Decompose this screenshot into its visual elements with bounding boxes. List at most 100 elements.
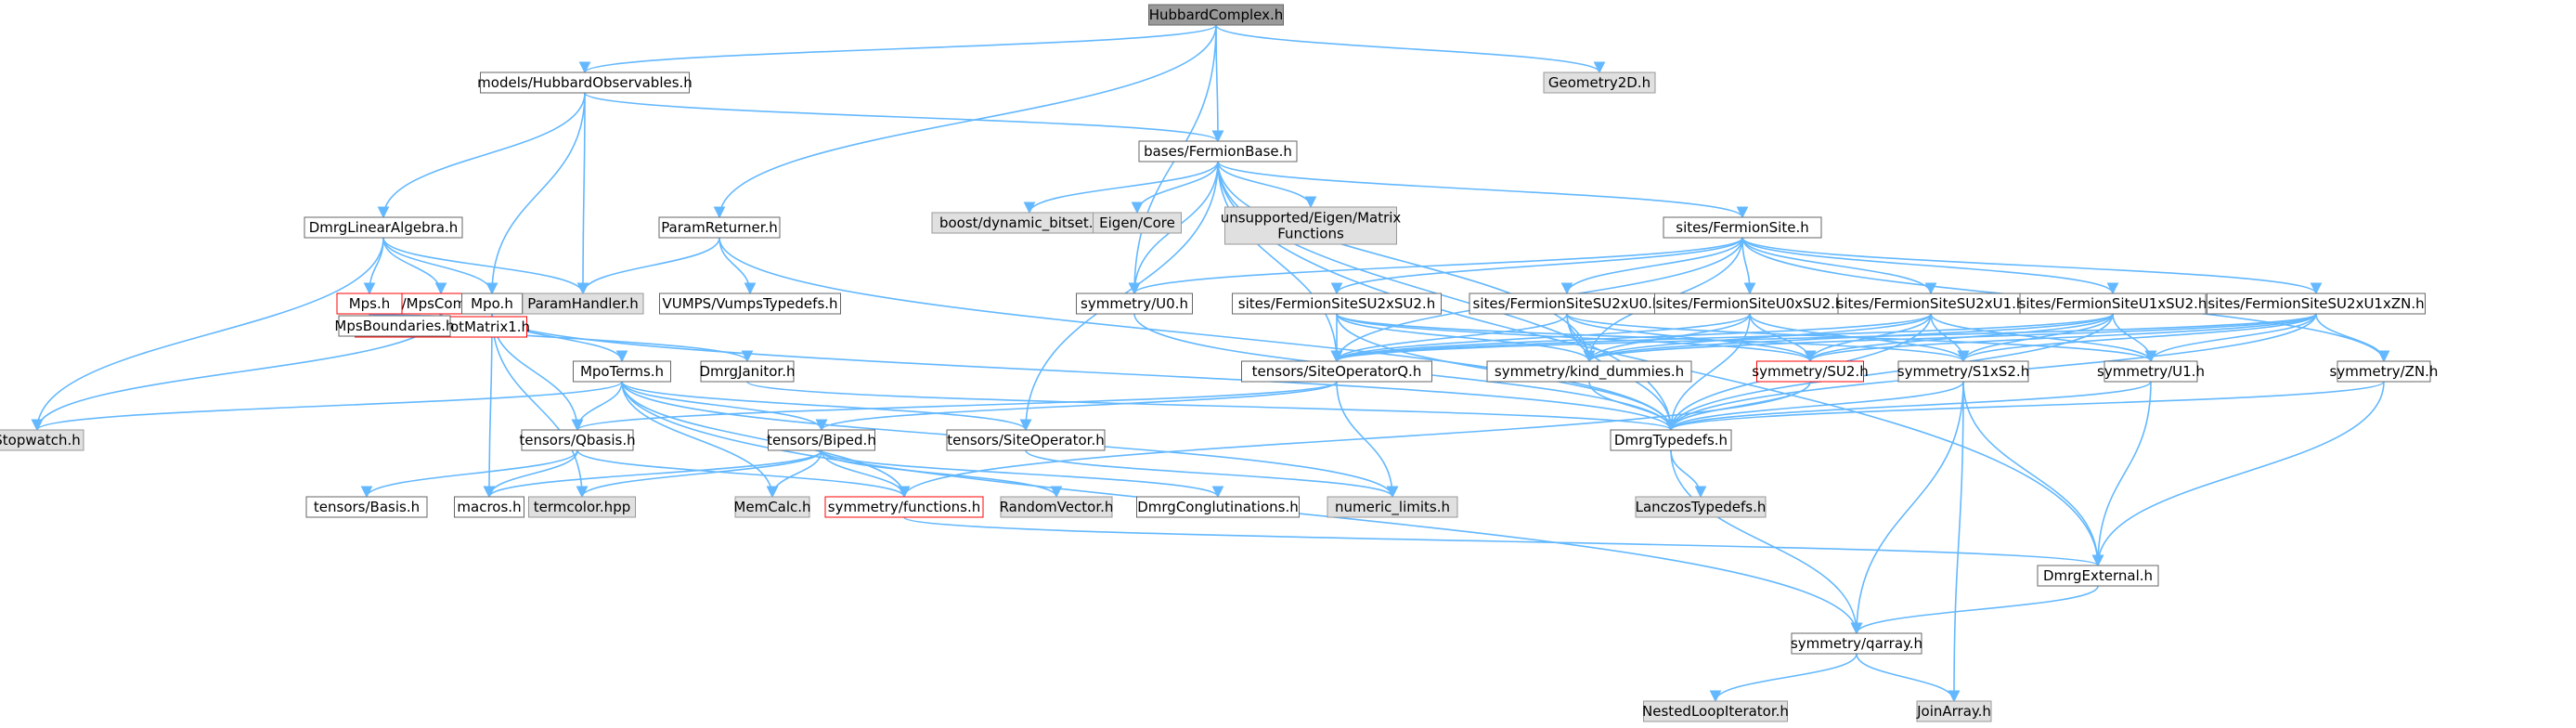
node-qbasis[interactable]: tensors/Qbasis.h [519,429,636,451]
node-root[interactable]: HubbardComplex.h [1148,4,1284,26]
node-qarray[interactable]: symmetry/qarray.h [1791,632,1922,655]
node-box-memc[interactable] [734,496,810,518]
node-box-macros[interactable] [454,496,524,518]
node-boost[interactable]: boost/dynamic_bitset.hpp [931,212,1128,234]
node-mpsb[interactable]: MpsBoundaries.h [334,315,455,337]
edge-fbase-to-sopq [1217,161,1343,363]
node-box-mps[interactable] [336,292,403,315]
node-box-u1[interactable] [2104,360,2198,383]
node-parh[interactable]: ParamHandler.h [522,292,644,315]
node-box-geom[interactable] [1543,72,1656,94]
edge-fsu2u1zn-to-u1 [2144,313,2317,363]
node-box-lancz[interactable] [1635,496,1767,518]
node-box-basis[interactable] [305,496,428,518]
node-box-vumps[interactable] [659,292,841,315]
node-box-s1xs2[interactable] [1897,360,2029,383]
node-ext[interactable]: DmrgExternal.h [2037,565,2159,587]
node-box-joina[interactable] [1916,700,1992,722]
edge-mpo-to-dtd [491,313,1677,432]
node-macros[interactable]: macros.h [454,496,524,518]
node-fsu2u0[interactable]: sites/FermionSiteSU2xU0.h [1469,292,1665,315]
edge-mpot-to-memc [621,381,779,499]
node-kind[interactable]: symmetry/kind_dummies.h [1486,360,1692,383]
node-box-dla[interactable] [304,216,463,239]
node-u1[interactable]: symmetry/U1.h [2097,360,2205,383]
node-janitor[interactable]: DmrgJanitor.h [699,360,796,383]
node-fsite[interactable]: sites/FermionSite.h [1663,216,1822,239]
node-box-root[interactable] [1148,4,1284,26]
node-sop[interactable]: tensors/SiteOperator.h [946,429,1106,451]
node-pret[interactable]: ParamReturner.h [658,216,781,239]
node-box-unsup[interactable] [1224,206,1397,245]
node-mpot[interactable]: MpoTerms.h [573,360,671,383]
node-joina[interactable]: JoinArray.h [1916,700,1992,722]
node-box-qbasis[interactable] [521,429,634,451]
node-nested[interactable]: NestedLoopIterator.h [1642,700,1789,722]
node-hobs[interactable]: models/HubbardObservables.h [477,72,693,94]
node-box-randv[interactable] [1000,496,1113,518]
node-termc[interactable]: termcolor.hpp [528,496,636,518]
node-vumps[interactable]: VUMPS/VumpsTypedefs.h [659,292,841,315]
node-box-fsite[interactable] [1663,216,1822,239]
node-box-eigen[interactable] [1093,212,1182,234]
node-su2[interactable]: symmetry/SU2.h [1752,360,1869,383]
node-fsu2u1[interactable]: sites/FermionSiteSU2xU1.h [1837,292,2026,315]
node-box-sop[interactable] [946,429,1106,451]
node-label-qarray: symmetry/qarray.h [1791,635,1922,652]
node-u0[interactable]: symmetry/U0.h [1076,292,1193,315]
node-box-janitor[interactable] [700,360,795,383]
node-box-pret[interactable] [658,216,781,239]
node-box-kind[interactable] [1486,360,1692,383]
node-box-parh[interactable] [522,292,644,315]
node-box-fsu2u1zn[interactable] [2207,292,2426,315]
node-dtd[interactable]: DmrgTypedefs.h [1610,429,1732,451]
edge-root-to-fbase [1211,24,1224,143]
node-box-fbase[interactable] [1138,140,1298,162]
node-numl[interactable]: numeric_limits.h [1327,496,1458,518]
node-box-nested[interactable] [1643,700,1788,722]
node-label-vumps: VUMPS/VumpsTypedefs.h [662,295,837,312]
node-box-qarray[interactable] [1791,632,1922,655]
node-congl[interactable]: DmrgConglutinations.h [1136,496,1300,518]
node-box-mpsb[interactable] [338,315,451,337]
node-box-mpot[interactable] [573,360,671,383]
node-eigen[interactable]: Eigen/Core [1093,212,1182,234]
node-symf[interactable]: symmetry/functions.h [824,496,984,518]
node-s1xs2[interactable]: symmetry/S1xS2.h [1897,360,2029,383]
node-dla[interactable]: DmrgLinearAlgebra.h [304,216,463,239]
node-mps[interactable]: Mps.h [336,292,403,315]
node-box-hobs[interactable] [480,72,690,94]
node-box-fu1su2[interactable] [2019,292,2207,315]
node-fbase[interactable]: bases/FermionBase.h [1138,140,1298,162]
node-box-ext[interactable] [2037,565,2159,587]
node-geom[interactable]: Geometry2D.h [1543,72,1656,94]
node-box-stopw[interactable] [0,429,84,451]
node-fsu2su2[interactable]: sites/FermionSiteSU2xSU2.h [1232,292,1442,315]
edge-qarray-to-joina [1856,653,1961,703]
node-box-symf[interactable] [824,496,984,518]
node-lancz[interactable]: LanczosTypedefs.h [1635,496,1767,518]
node-sopq[interactable]: tensors/SiteOperatorQ.h [1241,360,1432,383]
node-biped[interactable]: tensors/Biped.h [767,429,876,451]
node-box-numl[interactable] [1327,496,1458,518]
node-box-u0[interactable] [1076,292,1193,315]
node-box-fsu2su2[interactable] [1232,292,1442,315]
node-memc[interactable]: MemCalc.h [733,496,811,518]
node-fu0su2[interactable]: sites/FermionSiteU0xSU2.h [1654,292,1845,315]
node-mpo[interactable]: Mpo.h [461,292,523,315]
node-randv[interactable]: RandomVector.h [1000,496,1114,518]
node-box-sopq[interactable] [1241,360,1432,383]
node-box-zn[interactable] [2337,360,2431,383]
node-box-termc[interactable] [528,496,636,518]
node-box-su2[interactable] [1756,360,1864,383]
node-stopw[interactable]: Stopwatch.h [0,429,84,451]
edge-fsite-to-u0 [1128,237,1743,295]
node-fu1su2[interactable]: sites/FermionSiteU1xSU2.h [2019,292,2207,315]
node-box-dtd[interactable] [1610,429,1732,451]
node-basis[interactable]: tensors/Basis.h [305,496,428,518]
node-fsu2u1zn[interactable]: sites/FermionSiteSU2xU1xZN.h [2207,292,2426,315]
node-zn[interactable]: symmetry/ZN.h [2330,360,2439,383]
node-box-congl[interactable] [1136,496,1300,518]
node-box-biped[interactable] [768,429,875,451]
